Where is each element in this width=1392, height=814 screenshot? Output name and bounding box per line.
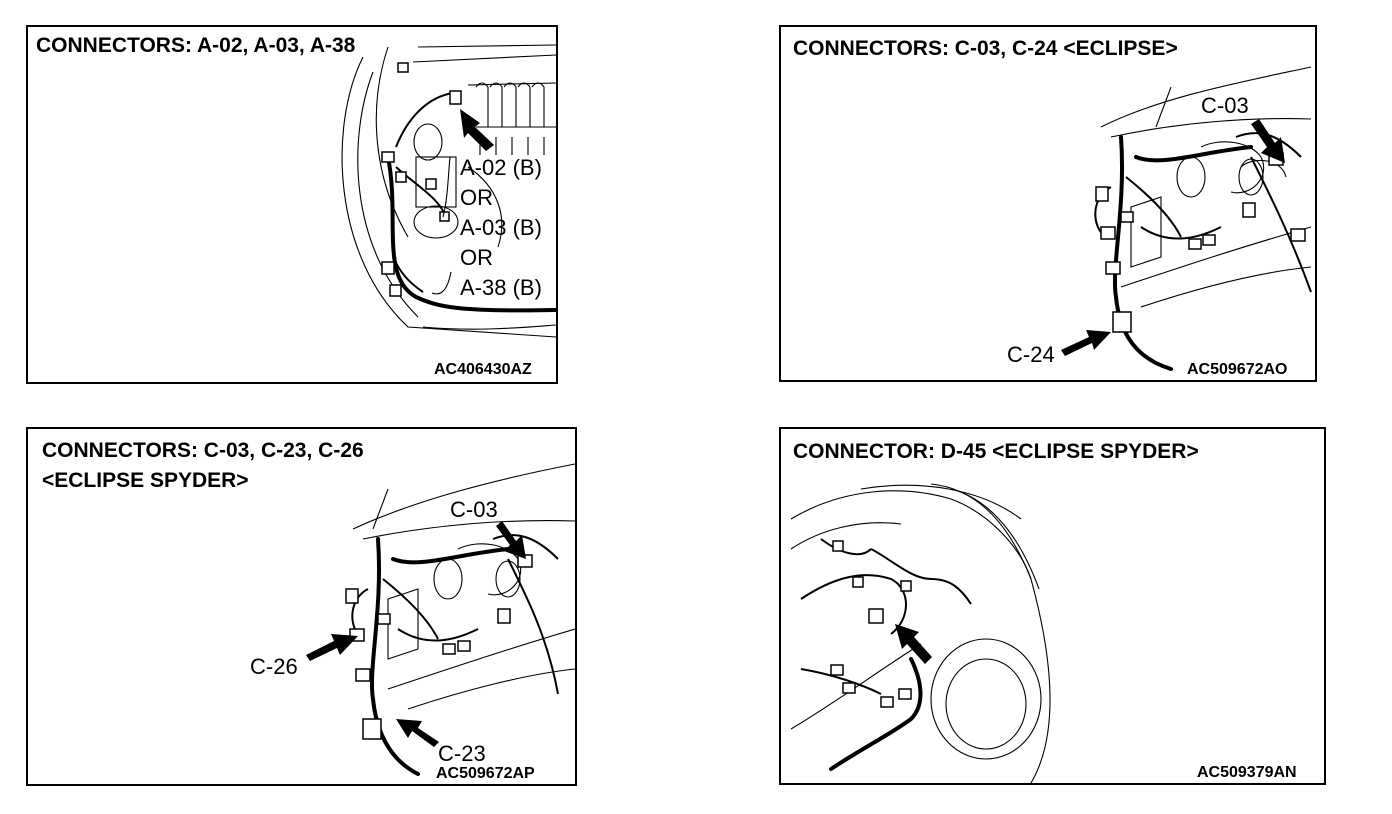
- panel-subtitle: <ECLIPSE SPYDER>: [42, 469, 249, 492]
- panel-title: CONNECTORS: A-02, A-03, A-38: [36, 34, 356, 57]
- label-a03: A-03 (B): [460, 215, 542, 240]
- engine-intake-ribs: [467, 82, 556, 155]
- figure-code: AC509379AN: [1197, 764, 1297, 781]
- connector-c23: [362, 718, 382, 740]
- dashboard-harness-illustration: C-03 C-24: [1007, 66, 1312, 371]
- pointer-arrow: [1251, 119, 1285, 163]
- figure-code: AC509672AO: [1187, 361, 1288, 378]
- panel-title: CONNECTORS: C-03, C-23, C-26: [42, 439, 364, 462]
- connector-a02: [449, 90, 462, 105]
- pointer-arrow: [460, 109, 494, 151]
- connector-a03: [439, 211, 450, 222]
- pointer-arrow: [396, 719, 439, 747]
- panel-title: CONNECTORS: C-03, C-24 <ECLIPSE>: [793, 37, 1178, 60]
- label-c03: C-03: [450, 497, 498, 522]
- diagram-panel-a-connectors: CONNECTORS: A-02, A-03, A-38: [26, 25, 558, 384]
- rear-body-harness-illustration: [790, 483, 1051, 783]
- label-c03: C-03: [1201, 93, 1249, 118]
- diagram-panel-d45-spyder: CONNECTOR: D-45 <ECLIPSE SPYDER> AC50937…: [779, 427, 1326, 785]
- label-a38: A-38 (B): [460, 275, 542, 300]
- diagram-panel-c03-c23-c26-spyder: CONNECTORS: C-03, C-23, C-26 <ECLIPSE SP…: [26, 427, 577, 786]
- label-c24: C-24: [1007, 342, 1055, 367]
- label-or: OR: [460, 185, 493, 210]
- connector-d45: [868, 608, 884, 624]
- label-c26: C-26: [250, 654, 298, 679]
- panel-title: CONNECTOR: D-45 <ECLIPSE SPYDER>: [793, 440, 1199, 463]
- pointer-arrow: [1061, 330, 1111, 356]
- label-or: OR: [460, 245, 493, 270]
- label-a02: A-02 (B): [460, 155, 542, 180]
- connector-c24: [1112, 311, 1132, 333]
- engine-bay-illustration: A-02 (B) OR A-03 (B) OR A-38 (B): [341, 44, 556, 338]
- pointer-arrow: [895, 624, 932, 664]
- label-c23: C-23: [438, 741, 486, 766]
- diagram-panel-c03-c24-eclipse: CONNECTORS: C-03, C-24 <ECLIPSE>: [779, 25, 1317, 382]
- figure-code: AC406430AZ: [434, 361, 532, 378]
- pointer-arrow: [306, 634, 358, 661]
- figure-code: AC509672AP: [436, 765, 535, 782]
- pointer-arrow: [496, 521, 526, 559]
- dashboard-harness-illustration: C-03 C-26 C-23: [250, 463, 575, 776]
